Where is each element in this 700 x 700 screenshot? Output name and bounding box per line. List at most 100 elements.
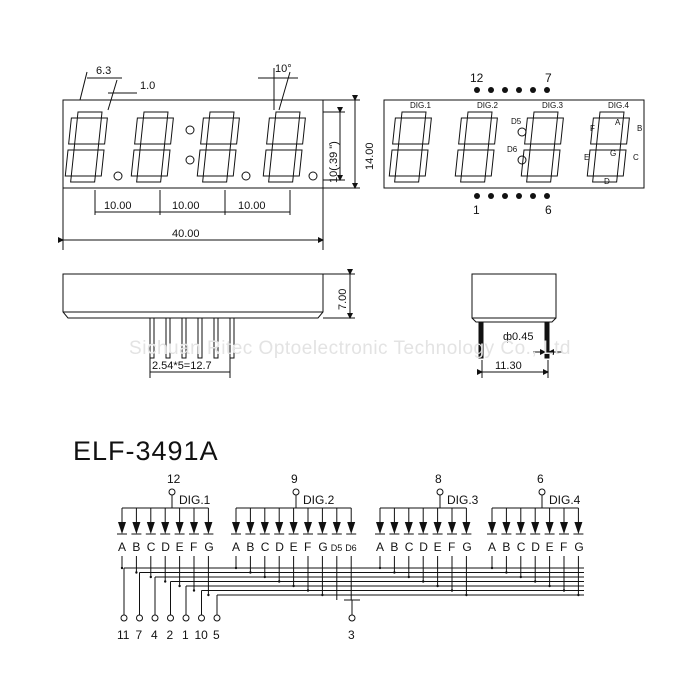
dim-pin-diameter: ф0.45	[503, 331, 533, 343]
segment-outline	[64, 149, 75, 177]
dim-width-11-30: 11.30	[495, 360, 522, 372]
dim-digit-height: 10(.39 ")	[328, 141, 340, 183]
pin-label-1: 1	[473, 203, 480, 217]
segment-outline	[142, 111, 169, 119]
segment-label: A	[488, 540, 496, 554]
seg-label-g: G	[610, 149, 616, 158]
segment-label: D	[161, 540, 170, 554]
lead-pin	[149, 317, 155, 359]
dig-label-3: DIG.3	[542, 101, 563, 110]
diode-symbol	[190, 522, 198, 534]
segment-label: F	[560, 540, 567, 554]
pin-dot	[544, 87, 550, 93]
digit-label: DIG.4	[549, 493, 581, 507]
dot-label-d6: D6	[507, 145, 518, 154]
pin-dot	[502, 87, 508, 93]
diode-symbol	[545, 522, 554, 534]
pin-dot	[474, 193, 480, 199]
segment-label: C	[517, 540, 526, 554]
junction	[120, 566, 124, 570]
diode-symbol	[132, 522, 141, 534]
dot-label-d5: D5	[511, 117, 522, 126]
pin-dot	[502, 193, 508, 199]
diode-symbol	[318, 522, 327, 534]
diode-symbol	[516, 522, 525, 534]
segment-outline	[484, 149, 495, 177]
segment-outline	[595, 143, 622, 151]
segment-outline	[586, 149, 597, 177]
segment-outline	[620, 117, 630, 145]
segment-pin-terminal	[151, 614, 159, 622]
diode-symbol	[433, 522, 442, 534]
segment-outline	[208, 111, 235, 119]
junction	[164, 580, 167, 583]
segment-outline	[394, 175, 420, 183]
segment-label: C	[261, 540, 270, 554]
segment-pin-terminal	[213, 614, 221, 622]
diode-symbol	[531, 522, 540, 534]
lead-pin	[213, 317, 219, 359]
diode-symbol	[161, 522, 170, 534]
segment-outline	[230, 117, 240, 145]
digit-right-1	[388, 111, 432, 183]
segment-label: B	[246, 540, 254, 554]
top-view-display	[58, 68, 360, 250]
dim-6-3: 6.3	[96, 65, 111, 77]
segment-outline	[388, 149, 399, 177]
pin-dot	[474, 87, 480, 93]
dim-10-degree: 10°	[275, 63, 292, 75]
segment-pin-number: 7	[136, 628, 143, 642]
segment-pin-number: 10	[195, 628, 209, 642]
segment-outline	[76, 111, 103, 119]
pin-dot	[488, 87, 494, 93]
segment-outline	[139, 143, 166, 151]
dig-label-2: DIG.2	[477, 101, 498, 110]
segment-label: A	[376, 540, 384, 554]
segment-label: E	[176, 540, 184, 554]
diode-symbol	[462, 522, 471, 534]
segment-outline	[130, 149, 141, 177]
lead-pin	[181, 317, 187, 359]
diode-symbol	[118, 522, 126, 534]
end-view	[471, 273, 562, 378]
segment-outline	[271, 143, 298, 151]
digit-outlines-right	[388, 111, 630, 183]
segment-label: F	[190, 540, 197, 554]
segment-label: E	[290, 540, 298, 554]
segment-label: F	[448, 540, 455, 554]
dim-pitch-2: 10.00	[172, 200, 200, 212]
digit-right-2	[454, 111, 498, 183]
segment-pin-terminal	[136, 614, 143, 622]
segment-pin-terminal	[167, 614, 174, 622]
pin-dot	[530, 193, 536, 199]
dim-pitch-3: 10.00	[238, 200, 266, 212]
side-pins	[149, 317, 235, 359]
segment-label: E	[546, 540, 554, 554]
segment-label: B	[390, 540, 398, 554]
diode-symbol	[246, 522, 255, 534]
digit-left-4	[262, 111, 306, 183]
diode-symbol	[146, 522, 155, 534]
lead-pin	[229, 317, 235, 359]
segment-outline	[529, 143, 556, 151]
segment-label: B	[132, 540, 140, 554]
diode-symbol	[560, 522, 568, 534]
pin-dot	[530, 87, 536, 93]
segment-outline	[202, 175, 228, 183]
segment-outline	[205, 143, 232, 151]
digit-left-1	[64, 111, 108, 183]
colon-dot	[185, 125, 195, 135]
segment-outline	[200, 117, 210, 145]
digit-label: DIG.1	[179, 493, 211, 507]
diode-symbol	[502, 522, 511, 534]
segment-outline	[400, 111, 427, 119]
segment-outline	[488, 117, 498, 145]
decimal-point	[308, 171, 318, 181]
segment-outline	[422, 117, 432, 145]
digit-pin-terminal	[436, 488, 444, 496]
segment-outline	[296, 117, 306, 145]
diode-symbol	[390, 522, 399, 534]
segment-outline	[592, 175, 618, 183]
segment-outline	[136, 175, 162, 183]
